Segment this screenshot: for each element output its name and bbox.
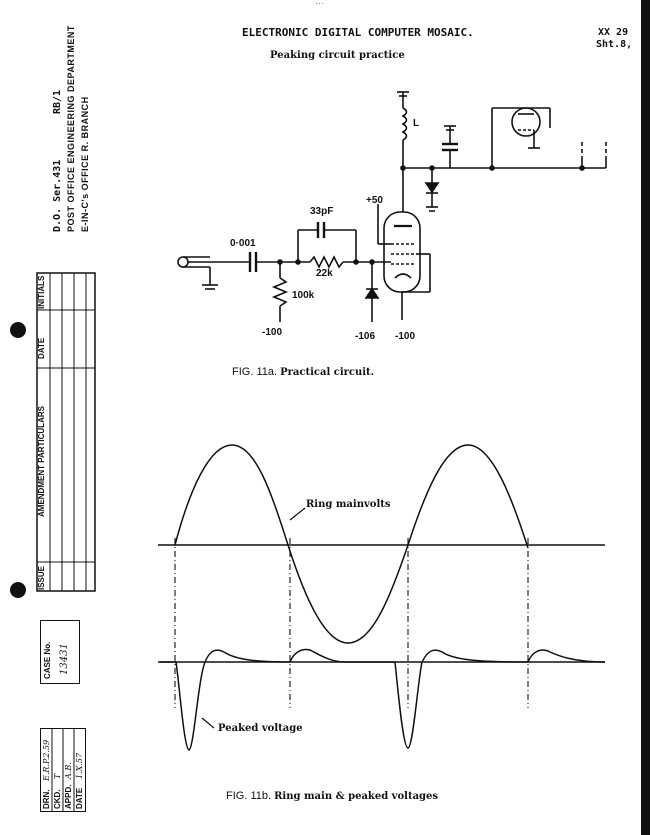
amendment-table: ISSUE AMENDMENT PARTICULARS DATE INITIAL… [36, 272, 96, 592]
anode-network [397, 91, 607, 212]
peak-label-leader [201, 717, 215, 729]
fig-11a-text: Practical circuit. [280, 367, 375, 378]
label-r2: 100k [292, 290, 315, 301]
fig-11b-number: FIG. 11b. [226, 790, 272, 802]
capacitor-c1 [248, 252, 280, 272]
fig-11b-caption: FIG. 11b. Ring main & peaked voltages [226, 790, 438, 802]
label-c1: 0·001 [230, 238, 256, 249]
sheet-ref-bottom: Sht.8, [596, 39, 633, 50]
fig-11b-text: Ring main & peaked voltages [274, 791, 439, 802]
punch-hole-bottom [10, 582, 26, 598]
label-c2: 33pF [310, 206, 334, 217]
drawing-title: ELECTRONIC DIGITAL COMPUTER MOSAIC. [242, 26, 474, 39]
label-minus-100-right: -100 [395, 331, 416, 342]
label-inductor: L [413, 118, 420, 129]
label-supply-plus: +50 [366, 195, 383, 206]
pentode-valve [372, 204, 431, 320]
drawing-subtitle: Peaking circuit practice [270, 50, 405, 61]
signoff-grid [51, 729, 75, 811]
peaked-voltage [160, 648, 606, 751]
punch-hole-top [10, 322, 26, 338]
clamp-diode [364, 259, 380, 322]
peak-label: Peaked voltage [218, 723, 303, 734]
label-r1: 22k [316, 268, 333, 279]
top-scribble: … [315, 0, 324, 7]
label-minus-100-left: -100 [262, 327, 283, 338]
ring-main-sine [174, 444, 529, 644]
speedup-network [280, 222, 372, 269]
resistor-100k [271, 259, 289, 322]
sine-label-leader [289, 507, 306, 521]
amendment-grid [36, 272, 96, 592]
label-minus-106: -106 [355, 331, 376, 342]
case-box: CASE No. 13431 [40, 620, 80, 684]
fig-11a-caption: FIG. 11a. Practical circuit. [232, 366, 374, 378]
signoff-box: DRN. CKD. APPD. DATE E.R.P.2.59 T A.B. 1… [40, 728, 86, 812]
fig-11a-number: FIG. 11a. [232, 366, 278, 378]
page-edge-bar [641, 0, 650, 835]
sheet-ref-top: XX 29 [598, 27, 629, 38]
coax-input [177, 256, 250, 290]
sine-label: Ring mainvolts [306, 499, 391, 510]
